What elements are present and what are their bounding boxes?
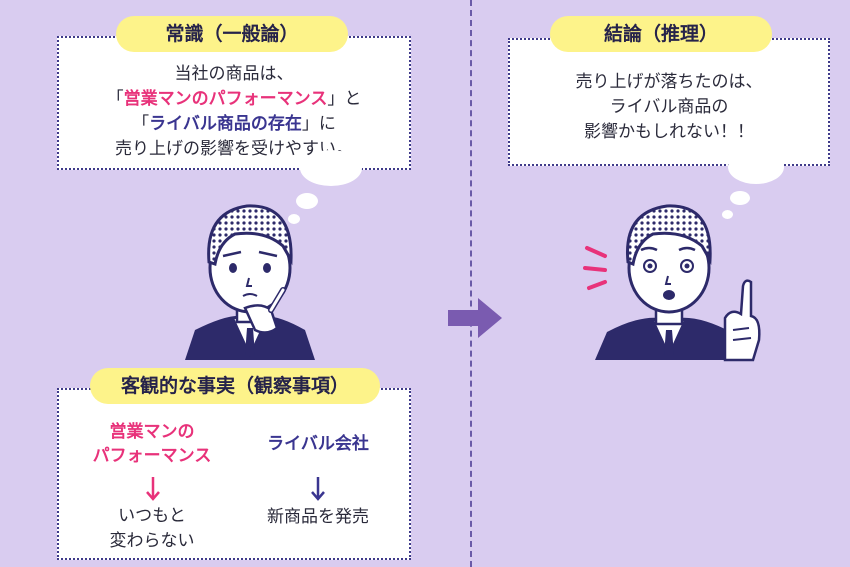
- surprised-man-illustration: [583, 204, 761, 362]
- bracket-open: 「: [132, 114, 150, 134]
- result-sales-performance: いつもと 変わらない: [74, 504, 230, 554]
- common-sense-text: 当社の商品は、 「営業マンのパフォーマンス」と 「ライバル商品の存在」に 売り上…: [57, 62, 411, 162]
- conclusion-line3: 影響かもしれない！！: [584, 122, 754, 142]
- arrow-down-pink-icon: [146, 477, 160, 501]
- conclusion-text: 売り上げが落ちたのは、 ライバル商品の 影響かもしれない！！: [508, 70, 830, 145]
- common-sense-title: 常識（一般論）: [116, 16, 348, 52]
- thought-cloud-large: [300, 150, 362, 186]
- result-sales-performance-line2: 変わらない: [109, 531, 195, 551]
- bracket-close: 」と: [327, 89, 362, 109]
- common-sense-line1: 当社の商品は、: [174, 64, 294, 84]
- result-rival-company-line1: 新商品を発売: [267, 507, 369, 527]
- card-sales-performance-line1: 営業マンの: [109, 422, 195, 442]
- conclusion-line2: ライバル商品の: [609, 97, 729, 117]
- card-rival-company-label: ライバル会社: [267, 434, 369, 454]
- common-sense-line2: 「営業マンのパフォーマンス」と: [57, 87, 411, 112]
- thought-cloud-medium: [730, 191, 750, 205]
- arrow-right-icon: [448, 298, 502, 338]
- result-sales-performance-line1: いつもと: [118, 506, 186, 526]
- thought-cloud-large: [728, 150, 784, 184]
- highlight-sales-performance: 営業マンのパフォーマンス: [123, 89, 328, 109]
- bracket-open: 「: [106, 89, 124, 109]
- bracket-close: 」に: [301, 114, 336, 134]
- thought-cloud-small: [722, 210, 733, 219]
- common-sense-line4: 売り上げの影響を受けやすい。: [115, 139, 353, 159]
- conclusion-box: [508, 38, 830, 166]
- conclusion-line1: 売り上げが落ちたのは、: [575, 72, 763, 92]
- card-sales-performance: 営業マンの パフォーマンス: [74, 414, 230, 474]
- result-rival-company: 新商品を発売: [240, 505, 396, 530]
- card-rival-company: ライバル会社: [240, 414, 396, 474]
- card-sales-performance-line2: パフォーマンス: [92, 446, 212, 466]
- facts-title: 客観的な事実（観察事項）: [90, 368, 380, 404]
- thinking-man-illustration: [185, 204, 315, 360]
- common-sense-line3: 「ライバル商品の存在」に: [57, 112, 411, 137]
- center-divider: [470, 0, 472, 567]
- conclusion-title: 結論（推理）: [550, 16, 772, 52]
- highlight-rival-product: ライバル商品の存在: [149, 114, 302, 134]
- thought-cloud-medium: [296, 193, 318, 209]
- thought-cloud-small: [288, 214, 300, 224]
- arrow-down-navy-icon: [311, 477, 325, 501]
